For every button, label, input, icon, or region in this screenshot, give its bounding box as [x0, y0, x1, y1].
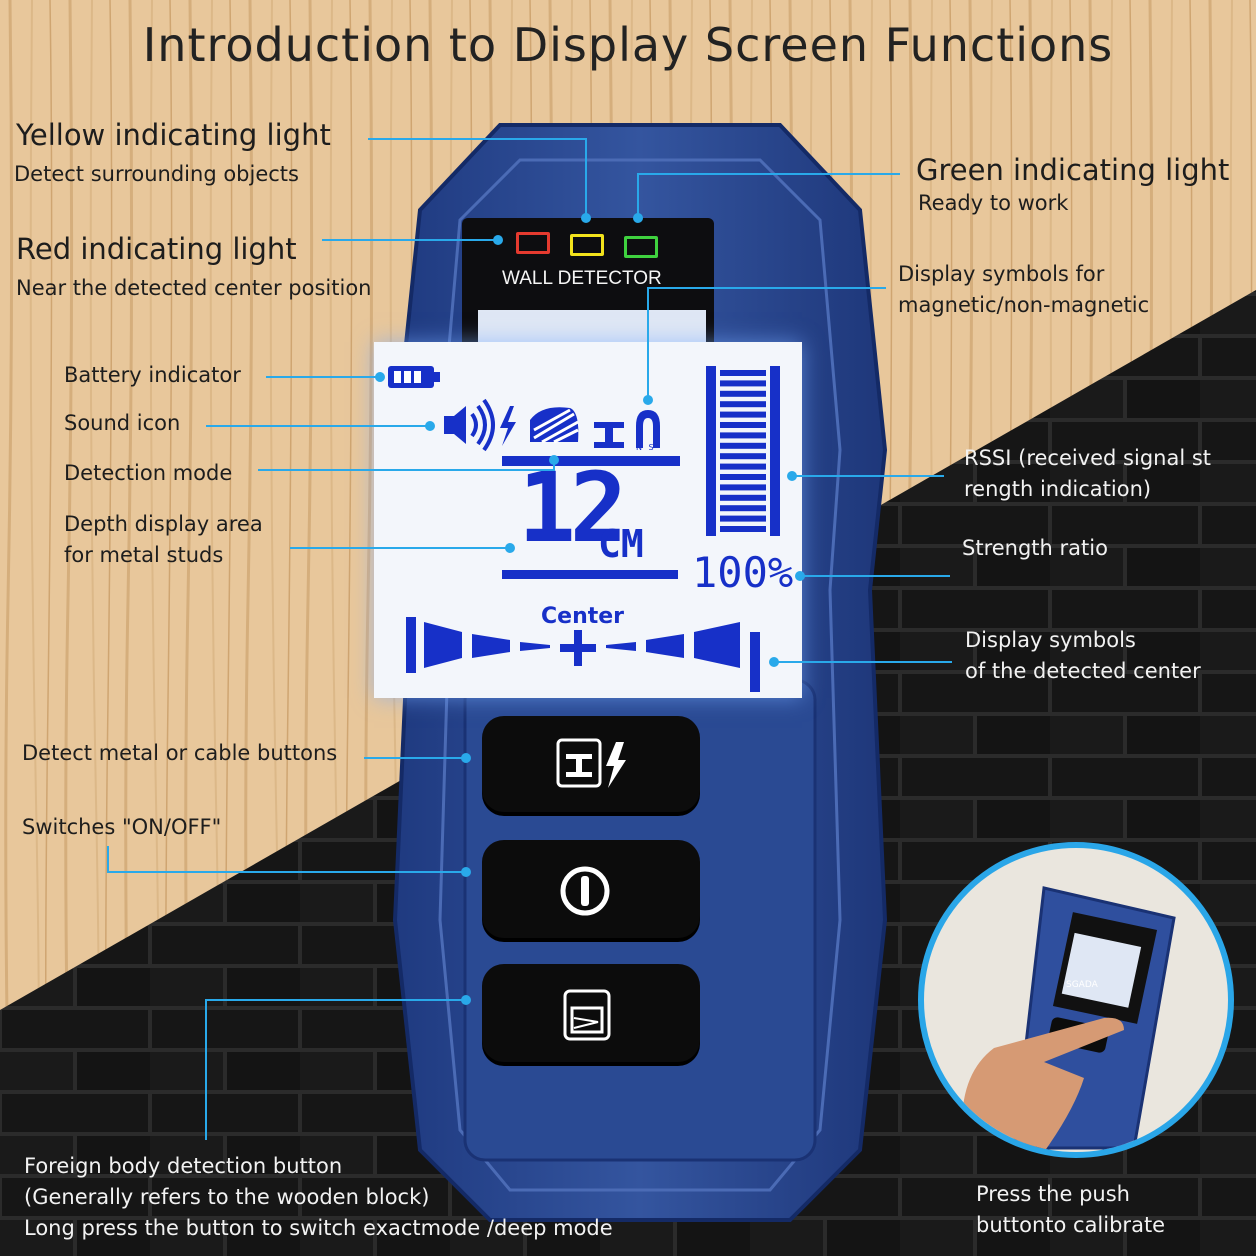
- rssi-segment: [720, 463, 766, 470]
- green-led: [624, 236, 658, 258]
- rssi-segment: [720, 390, 766, 397]
- wood-block-icon: [563, 989, 611, 1041]
- center-symbols-line1: Display symbols: [965, 628, 1136, 652]
- rssi-label-line2: rength indication): [964, 477, 1152, 501]
- red-light-desc: Near the detected center position: [16, 276, 372, 300]
- yellow-led: [570, 234, 604, 256]
- green-light-title: Green indicating light: [916, 153, 1230, 187]
- red-led: [516, 232, 550, 254]
- rssi-segment: [720, 505, 766, 512]
- red-light-title: Red indicating light: [16, 232, 297, 266]
- rssi-segment: [720, 474, 766, 480]
- magnet-poles-label: N S: [636, 443, 656, 452]
- magnetic-label-line2: magnetic/non-magnetic: [898, 293, 1150, 317]
- sound-icon: [444, 398, 495, 452]
- center-label: Center: [541, 604, 625, 629]
- rssi-segment: [720, 526, 766, 532]
- rssi-segment: [720, 484, 766, 491]
- strength-label: Strength ratio: [962, 536, 1108, 560]
- inset-brand: SGADA: [1066, 980, 1098, 990]
- detection-mode-bar: [502, 456, 680, 466]
- strength-value: 100%: [692, 548, 794, 597]
- rssi-frame-right: [770, 366, 780, 536]
- metal-mode-icon: [594, 422, 624, 448]
- battery-label: Battery indicator: [64, 363, 241, 387]
- power-button[interactable]: [482, 840, 700, 938]
- foreign-body-line3: Long press the button to switch exactmod…: [24, 1216, 613, 1240]
- rssi-segment: [720, 442, 766, 449]
- green-light-desc: Ready to work: [918, 191, 1069, 215]
- rssi-segment: [720, 411, 766, 418]
- detection-mode-label: Detection mode: [64, 461, 233, 485]
- yellow-light-title: Yellow indicating light: [16, 118, 331, 152]
- depth-value: 12: [518, 452, 628, 564]
- rssi-frame-left: [706, 366, 716, 536]
- battery-icon: [388, 366, 440, 388]
- foreign-body-line2: (Generally refers to the wooden block): [24, 1185, 430, 1209]
- metal-cable-button[interactable]: [482, 716, 700, 812]
- page-title: Introduction to Display Screen Functions: [142, 18, 1114, 72]
- switch-label: Switches "ON/OFF": [22, 815, 222, 839]
- cable-mode-icon: [500, 406, 516, 446]
- rssi-bars: [706, 366, 780, 536]
- depth-underline: [502, 570, 678, 579]
- metal-cable-button-icon: [556, 738, 626, 788]
- foreign-body-line1: Foreign body detection button: [24, 1154, 343, 1178]
- foreign-body-button[interactable]: [482, 964, 700, 1062]
- center-symbols-line2: of the detected center: [965, 659, 1201, 683]
- calibrate-line2: buttonto calibrate: [976, 1213, 1166, 1237]
- magnet-icon: [636, 410, 660, 448]
- brand-text: WALL DETECTOR: [502, 268, 662, 289]
- power-icon: [560, 866, 610, 916]
- rssi-label-line1: RSSI (received signal st: [964, 446, 1212, 470]
- calibration-inset-photo: [918, 842, 1234, 1158]
- stud-mode-icon: [530, 407, 579, 444]
- rssi-segment: [720, 515, 766, 522]
- depth-label-line1: Depth display area: [64, 512, 263, 536]
- rssi-segment: [720, 380, 766, 387]
- rssi-segment: [720, 432, 766, 439]
- metal-cable-buttons-label: Detect metal or cable buttons: [22, 741, 338, 765]
- magnetic-label-line1: Display symbols for: [898, 262, 1105, 286]
- rssi-segment: [720, 494, 766, 501]
- rssi-segment: [720, 401, 766, 408]
- center-indicator: [406, 617, 760, 692]
- sound-label: Sound icon: [64, 411, 181, 435]
- calibrate-line1: Press the push: [976, 1182, 1130, 1206]
- yellow-light-desc: Detect surrounding objects: [14, 162, 299, 186]
- depth-unit: CM: [598, 522, 644, 566]
- rssi-segment: [720, 422, 766, 428]
- lcd-symbols: [388, 366, 780, 692]
- inset-illustration: [962, 886, 1176, 1152]
- rssi-segment: [720, 453, 766, 460]
- rssi-segment: [720, 370, 766, 376]
- depth-label-line2: for metal studs: [64, 543, 224, 567]
